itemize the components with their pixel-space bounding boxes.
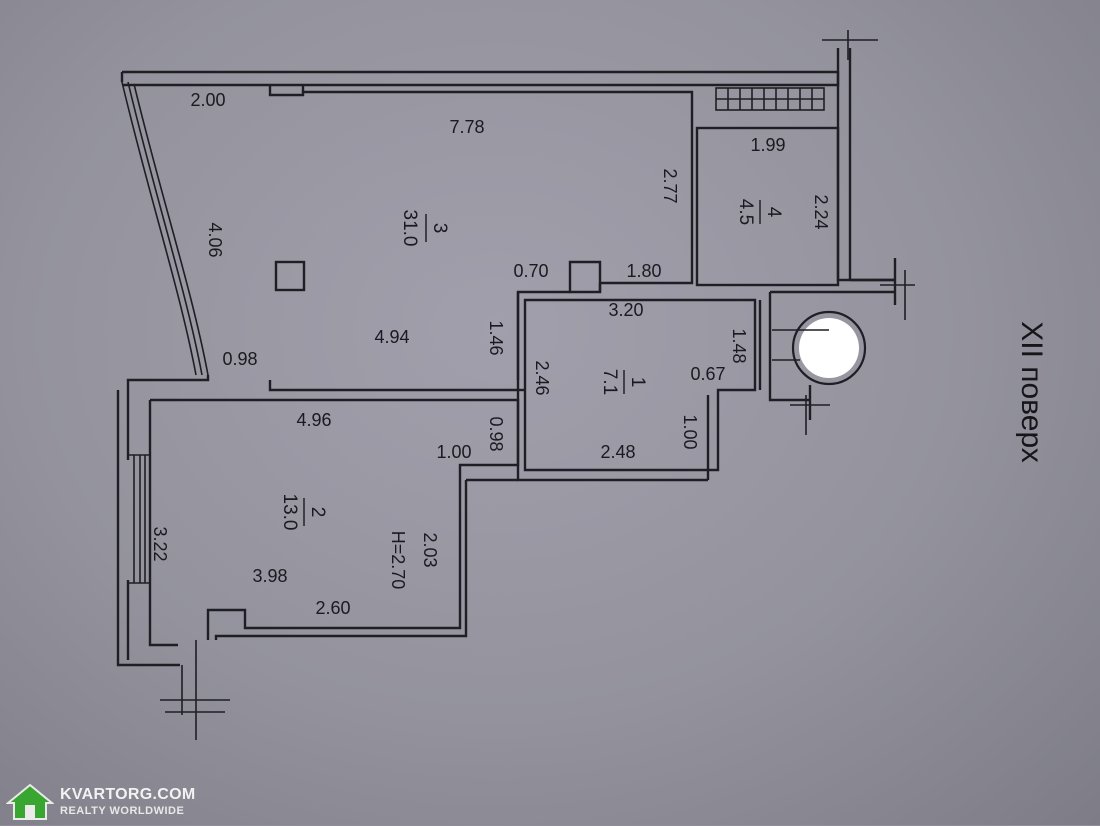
dim-1-00-b: 1.00 [436, 442, 471, 462]
dim-1-46: 1.46 [486, 320, 506, 355]
curved-facade [121, 81, 209, 376]
room-area: 13.0 [279, 494, 300, 531]
dim-1-00-a: 1.00 [680, 414, 700, 449]
dim-3-20: 3.20 [608, 300, 643, 320]
dim-4-96: 4.96 [296, 410, 331, 430]
dim-3-22: 3.22 [150, 526, 170, 561]
dim-2-77: 2.77 [660, 168, 680, 203]
riser-circle [772, 310, 867, 386]
dim-0-98-a: 0.98 [222, 349, 257, 369]
room-number: 4 [763, 207, 784, 218]
room-number: 2 [307, 507, 328, 518]
dim-2-24: 2.24 [811, 194, 831, 229]
dim-1-99: 1.99 [750, 135, 785, 155]
kvartorg-logo: KVARTORG.COM REALTY WORLDWIDE [5, 782, 195, 822]
room-area: 31.0 [399, 210, 420, 247]
dim-7-78: 7.78 [449, 117, 484, 137]
logo-line-1: KVARTORG.COM [60, 786, 196, 803]
ceiling-height: H=2.70 [388, 531, 408, 590]
entrance-marks [160, 30, 915, 740]
dim-0-67: 0.67 [690, 364, 725, 384]
column [274, 260, 306, 292]
dimensions: 2.00 7.78 0.70 1.80 4.94 0.98 1.99 3.20 … [150, 90, 831, 618]
room-3-label: 3 31.0 [399, 210, 450, 247]
dim-0-70: 0.70 [513, 261, 548, 281]
logo-line-2: REALTY WORLDWIDE [60, 805, 185, 817]
dim-0-98-b: 0.98 [486, 416, 506, 451]
dim-1-48: 1.48 [729, 328, 749, 363]
room-number: 1 [627, 377, 648, 388]
dim-2-48: 2.48 [600, 442, 635, 462]
room-1-label: 1 7.1 [599, 369, 648, 395]
dim-2-46: 2.46 [532, 360, 552, 395]
room-area: 7.1 [599, 369, 620, 395]
room-4 [695, 87, 840, 287]
dim-2-03: 2.03 [420, 532, 440, 567]
room-number: 3 [429, 223, 450, 234]
floor-label: XII поверх [1015, 321, 1048, 463]
house-icon [5, 783, 55, 821]
room-2 [116, 390, 520, 667]
dim-4-06: 4.06 [205, 222, 225, 257]
dim-1-80: 1.80 [626, 261, 661, 281]
dim-2-00: 2.00 [190, 90, 225, 110]
window [128, 454, 150, 584]
room-3 [126, 85, 694, 392]
room-2-label: 2 13.0 [279, 494, 328, 531]
room-area: 4.5 [735, 199, 756, 225]
room-4-label: 4 4.5 [735, 199, 784, 225]
dim-2-60: 2.60 [315, 598, 350, 618]
dim-3-98: 3.98 [252, 566, 287, 586]
ventilation-grille [715, 87, 825, 111]
dim-4-94: 4.94 [374, 327, 409, 347]
